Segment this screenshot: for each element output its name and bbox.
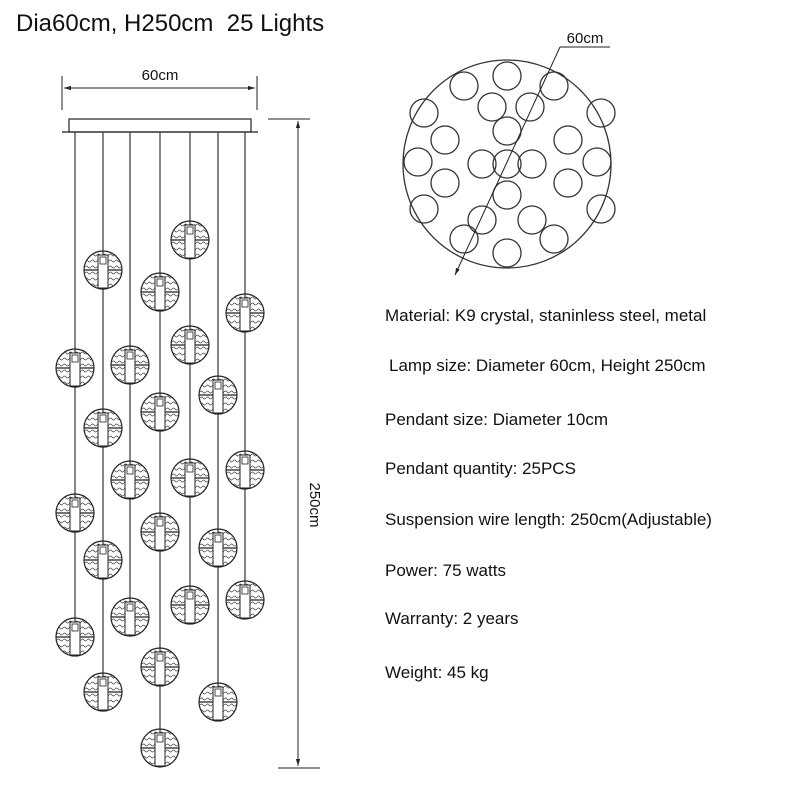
pendant-light <box>198 528 238 568</box>
pendant-position <box>517 149 547 179</box>
diameter-label: 60cm <box>567 30 604 47</box>
pendant-position <box>539 224 569 254</box>
pendant-position <box>492 180 522 210</box>
pendant-position <box>467 205 497 235</box>
pendant-light <box>83 540 123 580</box>
height-label: 250cm <box>306 482 323 527</box>
top-view: 60cm <box>402 30 616 276</box>
spec-line: Warranty: 2 years <box>385 609 519 628</box>
pendant-position <box>467 149 497 179</box>
pendant-position <box>492 149 522 179</box>
pendant-light <box>198 375 238 415</box>
pendant-position <box>553 168 583 198</box>
canopy <box>68 118 252 133</box>
pendant-light <box>140 392 180 432</box>
pendant-light <box>170 325 210 365</box>
pendant-light <box>170 458 210 498</box>
pendant-position <box>430 125 460 155</box>
pendant-light <box>198 682 238 722</box>
pendant-light <box>83 250 123 290</box>
pendant-position <box>515 92 545 122</box>
spec-line: Material: K9 crystal, staninless steel, … <box>385 306 707 325</box>
pendant-light <box>55 348 95 388</box>
pendant-position <box>430 168 460 198</box>
pendant-position <box>517 205 547 235</box>
width-dimension: 60cm <box>61 67 258 110</box>
pendant-position <box>449 71 479 101</box>
spec-line: Pendant size: Diameter 10cm <box>385 410 608 429</box>
pendant-position <box>492 238 522 268</box>
spec-line: Lamp size: Diameter 60cm, Height 250cm <box>389 356 706 375</box>
pendant-position <box>477 92 507 122</box>
width-label: 60cm <box>142 67 179 84</box>
pendant-light <box>110 597 150 637</box>
pendant-light <box>83 408 123 448</box>
pendant-position <box>586 98 616 128</box>
pendant-light <box>225 580 265 620</box>
pendant-light <box>140 272 180 312</box>
pendant-light <box>55 617 95 657</box>
pendant-position <box>409 98 439 128</box>
pendant-position <box>449 224 479 254</box>
pendant-position <box>403 147 433 177</box>
height-dimension: 250cm <box>268 118 323 769</box>
pendant-light <box>225 293 265 333</box>
pendant-position <box>409 194 439 224</box>
spec-line: Pendant quantity: 25PCS <box>385 459 576 478</box>
spec-line: Weight: 45 kg <box>385 663 489 682</box>
pendant-position <box>582 147 612 177</box>
pendant-light <box>140 728 180 768</box>
spec-line: Power: 75 watts <box>385 561 506 580</box>
pendant-position <box>539 71 569 101</box>
pendant-light <box>140 512 180 552</box>
pendant-light <box>225 450 265 490</box>
pendant-light <box>140 647 180 687</box>
pendant-position <box>492 61 522 91</box>
spec-line: Suspension wire length: 250cm(Adjustable… <box>385 510 712 529</box>
pendant-position <box>553 125 583 155</box>
pendant-light <box>110 345 150 385</box>
product-title: Dia60cm, H250cm 25 Lights <box>16 10 325 37</box>
pendant-light <box>170 585 210 625</box>
pendant-light <box>83 672 123 712</box>
pendant-light <box>55 493 95 533</box>
pendant-position <box>586 194 616 224</box>
pendant-light <box>170 220 210 260</box>
pendant-light <box>110 460 150 500</box>
